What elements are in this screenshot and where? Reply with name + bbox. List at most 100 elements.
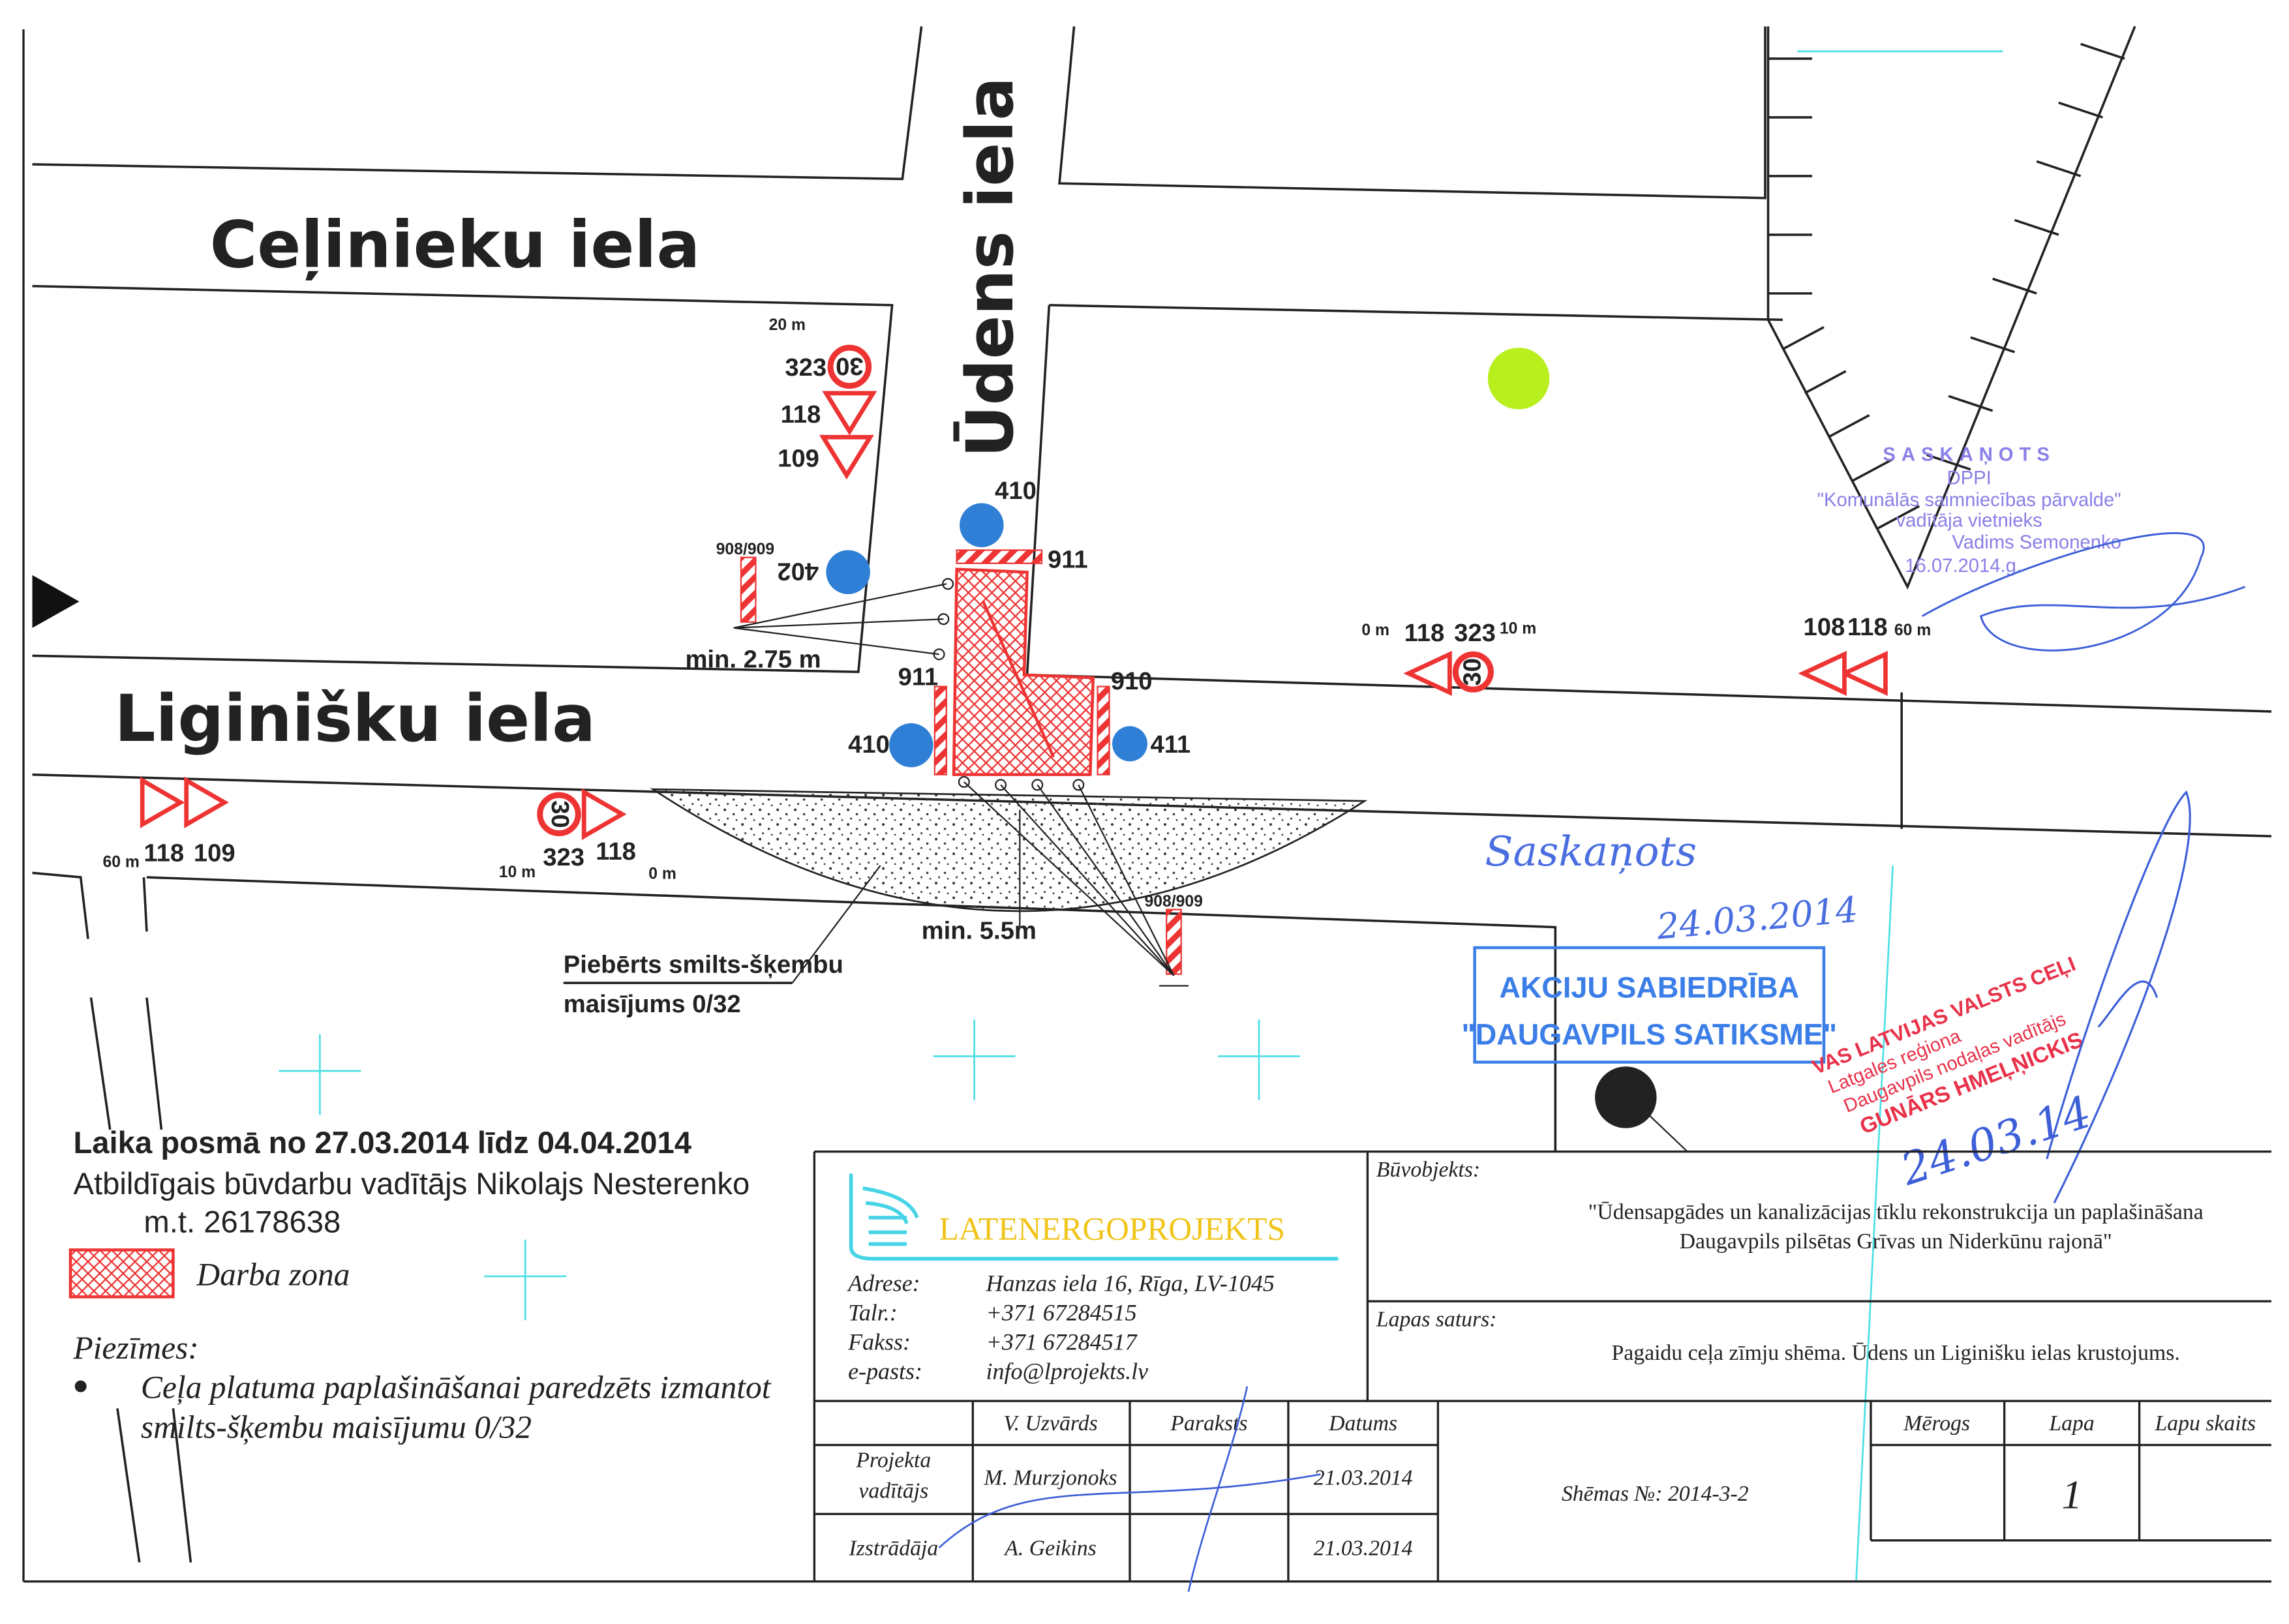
notes: Laika posmā no 27.03.2014 līdz 04.04.201… bbox=[68, 1126, 772, 1445]
drawing-text: DPPI bbox=[1947, 468, 1992, 489]
drawing-shape bbox=[1855, 865, 1894, 1582]
drawing-shape bbox=[862, 1186, 919, 1246]
drawing-text: 911 bbox=[1048, 545, 1088, 573]
drawing-text: e-pasts: bbox=[848, 1358, 922, 1384]
street-name-udens: Ūdens iela bbox=[952, 77, 1028, 458]
sign-labels: 20 m 323 118 109 908/909 402 410 911 min… bbox=[102, 316, 1931, 1018]
arrow-marker-icon bbox=[32, 575, 80, 628]
signature-dppi bbox=[1921, 532, 2246, 652]
drawing-text: m.t. 26178638 bbox=[144, 1205, 341, 1239]
drawing-shape bbox=[740, 556, 757, 623]
drawing-text: 30 bbox=[1459, 658, 1487, 686]
drawing-text: 118 bbox=[781, 400, 821, 429]
work-zone-legend-swatch bbox=[68, 1248, 175, 1299]
signature-project-manager bbox=[938, 1386, 1321, 1592]
drawing-text: Būvobjekts: bbox=[1376, 1158, 1480, 1182]
drawing-text: LATENERGOPROJEKTS bbox=[939, 1211, 1285, 1247]
drawing-text: 911 bbox=[898, 663, 939, 691]
drawing-text: 118 bbox=[144, 839, 184, 867]
drawing-text: 0 m bbox=[1361, 622, 1389, 639]
keep-left-sign-icon bbox=[960, 503, 1004, 547]
drawing-shape bbox=[849, 1173, 1339, 1261]
handwritten-date-1: 24.03.2014 bbox=[1654, 889, 1859, 948]
work-zone bbox=[952, 567, 1095, 776]
drawing-text: 908/909 bbox=[1145, 893, 1203, 910]
drawing-shape bbox=[89, 997, 112, 1130]
drawing-text: smilts-šķembu maisījumu 0/32 bbox=[141, 1409, 532, 1445]
drawing-text: 410 bbox=[995, 477, 1037, 505]
drawing-text: Shēmas №: 2014-3-2 bbox=[1562, 1482, 1749, 1506]
gravel-fill-area bbox=[650, 788, 1368, 912]
drawing-shape bbox=[937, 613, 950, 625]
drawing-text: 118 bbox=[1404, 619, 1445, 647]
drawing-text: Hanzas iela 16, Rīga, LV-1045 bbox=[986, 1270, 1275, 1296]
drawing-text: Izstrādāja bbox=[848, 1536, 938, 1560]
drawing-text: maisījums 0/32 bbox=[564, 990, 741, 1018]
drawing-shape bbox=[1031, 779, 1044, 791]
drawing-shape bbox=[1473, 946, 1826, 1064]
drawing-text: "DAUGAVPILS SATIKSME" bbox=[1461, 1018, 1837, 1051]
drawing-text: Piebērts smilts-šķembu bbox=[564, 950, 843, 978]
drawing-text: 108 bbox=[1803, 613, 1845, 641]
drawing-text: +371 67284515 bbox=[986, 1299, 1137, 1325]
drawing-shape bbox=[116, 1408, 141, 1563]
drawing-text: Adrese: bbox=[847, 1270, 920, 1296]
drawing-shape bbox=[733, 583, 947, 655]
drawing-shape bbox=[1768, 42, 2125, 530]
roadworks-warning-sign-icon bbox=[1403, 650, 1452, 696]
pass-side-sign-icon bbox=[826, 550, 870, 594]
drawing-shape bbox=[791, 809, 1021, 984]
keep-right-sign-icon bbox=[1112, 726, 1147, 762]
stamp-daugavpils-satiksme: AKCIJU SABIEDRĪBA "DAUGAVPILS SATIKSME" bbox=[1461, 946, 1837, 1064]
registration-marks bbox=[279, 50, 2003, 1582]
drawing-text: info@lprojekts.lv bbox=[986, 1358, 1149, 1384]
drawing-text: 109 bbox=[778, 444, 819, 472]
drawing-shape bbox=[1049, 304, 1783, 322]
drawing-text: Talr.: bbox=[848, 1299, 898, 1325]
drawing-shape bbox=[32, 871, 89, 939]
drawing-text: Lapa bbox=[2048, 1411, 2094, 1436]
drawing-text: Laika posmā no 27.03.2014 līdz 04.04.201… bbox=[73, 1126, 691, 1160]
lamp-lines bbox=[733, 578, 1688, 1152]
drawing-text: 118 bbox=[596, 837, 636, 865]
road-narrows-warning-sign-icon bbox=[1798, 650, 1847, 696]
drawing-text: 410 bbox=[848, 730, 890, 759]
handwritten-agreed: Saskaņots bbox=[1485, 828, 1697, 875]
drawing-text: 109 bbox=[194, 839, 235, 867]
drawing-text: 323 bbox=[1454, 619, 1496, 647]
drawing-text: vadītāja vietnieks bbox=[1896, 511, 2042, 532]
drawing-text: Projekta bbox=[855, 1448, 931, 1472]
drawing-shape bbox=[142, 877, 148, 932]
drawing-text: 908/909 bbox=[716, 541, 774, 558]
drawing-text: Piezīmes: bbox=[72, 1330, 198, 1366]
drawing-text: Atbildīgais būvdarbu vadītājs Nikolajs N… bbox=[73, 1167, 750, 1201]
drawing-text: 323 bbox=[543, 843, 584, 871]
speed-limit-sign-icon: 30 bbox=[537, 792, 581, 837]
drawing-text: SASKAŅOTS bbox=[1883, 444, 2055, 465]
drawing-shape bbox=[995, 779, 1007, 791]
drawing-text: 10 m bbox=[1500, 620, 1536, 638]
drawing-text: Lapas saturs: bbox=[1376, 1307, 1497, 1331]
drawing-text: 21.03.2014 bbox=[1314, 1536, 1413, 1560]
drawing-shape bbox=[32, 284, 894, 674]
stamp-dppi: SASKAŅOTS DPPI "Komunālās saimniecības p… bbox=[1817, 444, 2121, 577]
black-marker-dot bbox=[1595, 1066, 1657, 1128]
drawing-text: Pagaidu ceļa zīmju shēma. Ūdens un Ligin… bbox=[1611, 1341, 2179, 1365]
drawing-shape bbox=[1097, 685, 1110, 775]
speed-limit-sign-icon: 30 bbox=[827, 344, 872, 389]
drawing-text: Vadims Semoņenko bbox=[1952, 532, 2121, 553]
drawing-shape bbox=[827, 344, 872, 389]
drawing-shape bbox=[22, 29, 2272, 1583]
drawing-text: Ceļa platuma paplašināšanai paredzēts iz… bbox=[141, 1370, 772, 1406]
speed-limit-sign-icon: 30 bbox=[1452, 651, 1494, 693]
drawing-shape bbox=[963, 781, 1189, 987]
pipe-line bbox=[982, 601, 1055, 758]
drawing-text: min. 2.75 m bbox=[685, 645, 821, 673]
roadworks-warning-sign-icon bbox=[822, 391, 877, 436]
drawing-shape bbox=[537, 792, 581, 837]
company-logo-icon bbox=[849, 1173, 1339, 1261]
drawing-shape bbox=[145, 997, 163, 1130]
roadworks-warning-sign-icon bbox=[581, 788, 627, 840]
drawing-text: 60 m bbox=[102, 853, 139, 871]
